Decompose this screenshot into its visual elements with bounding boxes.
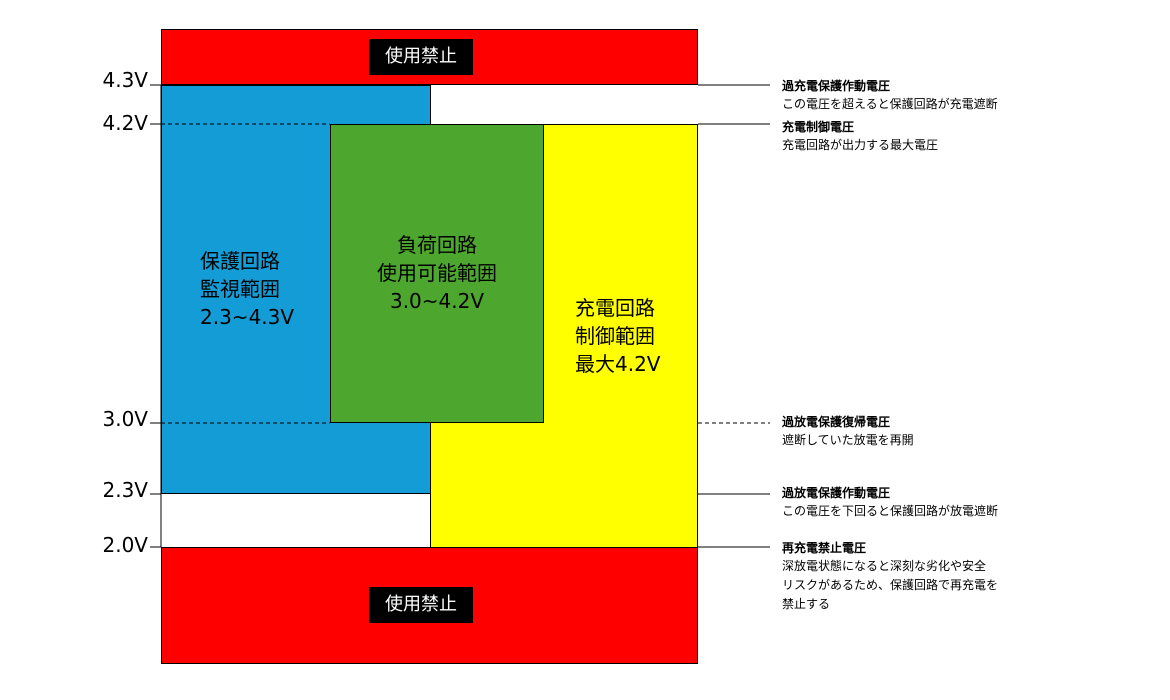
protection-range-label: 保護回路 監視範囲 2.3~4.3V (200, 247, 294, 331)
annotation-desc: 充電回路が出力する最大電圧 (782, 138, 939, 152)
annotation-desc: リスクがあるため、保護回路で再充電を (782, 578, 999, 592)
axis-label-4-3v: 4.3V (102, 68, 149, 92)
annotation-overdischarge-recovery: 過放電保護復帰電圧 遮断していた放電を再開 (782, 413, 914, 450)
prohibited-badge-top: 使用禁止 (369, 39, 473, 75)
annotation-title: 再充電禁止電圧 (782, 541, 867, 555)
axis-label-2-0v: 2.0V (102, 533, 149, 557)
axis-label-2-3v: 2.3V (102, 478, 149, 502)
prohibited-zone-top (161, 29, 698, 85)
annotation-title: 過充電保護作動電圧 (782, 79, 891, 93)
load-label-line: 使用可能範囲 (377, 261, 497, 285)
annotation-recharge-prohibited: 再充電禁止電圧 深放電状態になると深刻な劣化や安全 リスクがあるため、保護回路で… (782, 539, 998, 614)
charge-label-line: 最大4.2V (575, 352, 661, 376)
annotation-desc: この電圧を下回ると保護回路が放電遮断 (782, 504, 999, 518)
load-range-label: 負荷回路 使用可能範囲 3.0~4.2V (362, 231, 512, 315)
annotation-title: 充電制御電圧 (782, 120, 855, 134)
annotation-overcharge-protection: 過充電保護作動電圧 この電圧を超えると保護回路が充電遮断 (782, 77, 998, 114)
load-usable-range (330, 124, 544, 423)
annotation-desc: 深放電状態になると深刻な劣化や安全 (782, 559, 987, 573)
annotation-charge-control: 充電制御電圧 充電回路が出力する最大電圧 (782, 118, 938, 155)
load-label-line: 負荷回路 (397, 233, 477, 257)
axis-label-3-0v: 3.0V (102, 407, 149, 431)
load-label-line: 3.0~4.2V (389, 289, 485, 313)
charge-range-label: 充電回路 制御範囲 最大4.2V (575, 294, 661, 378)
annotation-title: 過放電保護作動電圧 (782, 486, 891, 500)
annotation-overdischarge-protection: 過放電保護作動電圧 この電圧を下回ると保護回路が放電遮断 (782, 484, 998, 521)
axis-label-4-2v: 4.2V (102, 111, 149, 135)
annotation-desc: 禁止する (782, 597, 831, 611)
annotation-desc: この電圧を超えると保護回路が充電遮断 (782, 97, 998, 111)
prohibited-badge-bottom: 使用禁止 (369, 587, 473, 623)
charge-label-line: 制御範囲 (575, 324, 655, 348)
protection-label-line: 2.3~4.3V (200, 305, 295, 329)
protection-label-line: 監視範囲 (200, 277, 280, 301)
annotation-desc: 遮断していた放電を再開 (782, 433, 914, 447)
protection-label-line: 保護回路 (200, 249, 280, 273)
charge-label-line: 充電回路 (575, 296, 655, 320)
annotation-title: 過放電保護復帰電圧 (782, 415, 891, 429)
